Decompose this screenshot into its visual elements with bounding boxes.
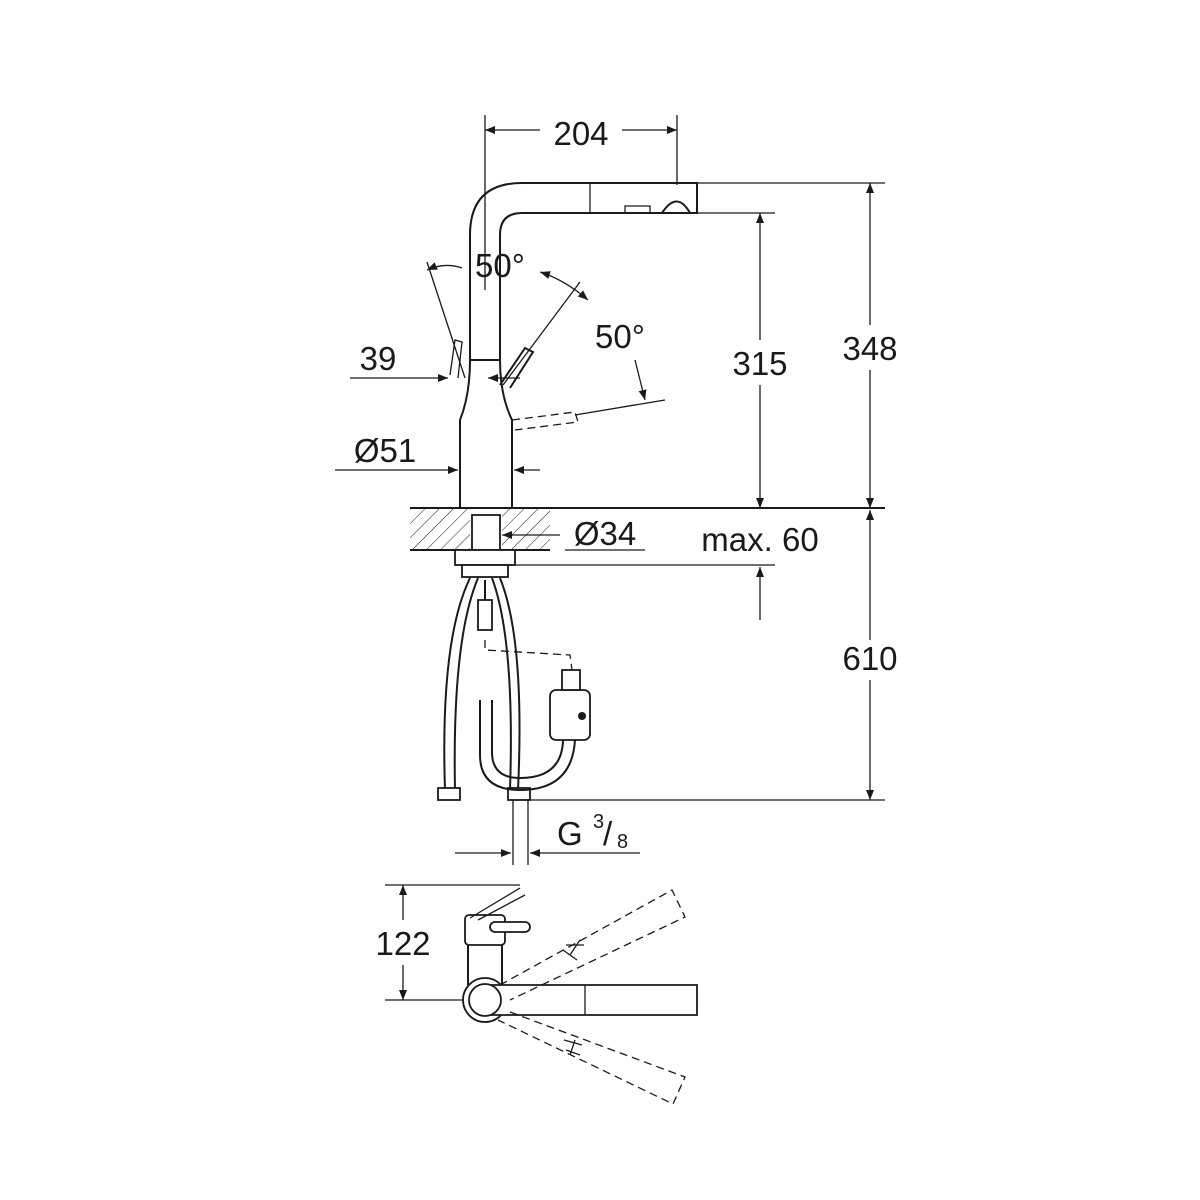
label-204: 204 — [553, 115, 608, 152]
label-max-60: max. 60 — [701, 521, 818, 558]
label-122: 122 — [375, 925, 430, 962]
dimension-heights: 315 348 610 max. 60 — [525, 182, 898, 801]
dimension-connection: G 3 / 8 — [455, 800, 640, 865]
countertop-section: Ø34 — [410, 507, 885, 578]
label-diameter-51: Ø51 — [354, 432, 416, 469]
label-angle-right: 50° — [595, 318, 645, 355]
label-angle-left: 50° — [475, 247, 525, 284]
label-g-slash: / — [603, 815, 613, 852]
label-39: 39 — [360, 340, 397, 377]
hoses — [437, 577, 591, 801]
label-348: 348 — [842, 330, 897, 367]
label-g: G — [557, 815, 583, 852]
dimension-spout-reach: 204 — [484, 115, 678, 290]
dimension-lever-offset: 39 — [350, 340, 520, 382]
label-315: 315 — [732, 345, 787, 382]
label-g-numerator: 3 — [593, 811, 604, 833]
dimension-body-diameter: Ø51 — [335, 432, 540, 474]
label-diameter-34: Ø34 — [574, 515, 636, 552]
label-610: 610 — [842, 640, 897, 677]
label-g-denominator: 8 — [617, 831, 628, 853]
faucet-side-view: 50° 50° — [426, 182, 698, 508]
faucet-top-view: 122 — [375, 884, 698, 1105]
